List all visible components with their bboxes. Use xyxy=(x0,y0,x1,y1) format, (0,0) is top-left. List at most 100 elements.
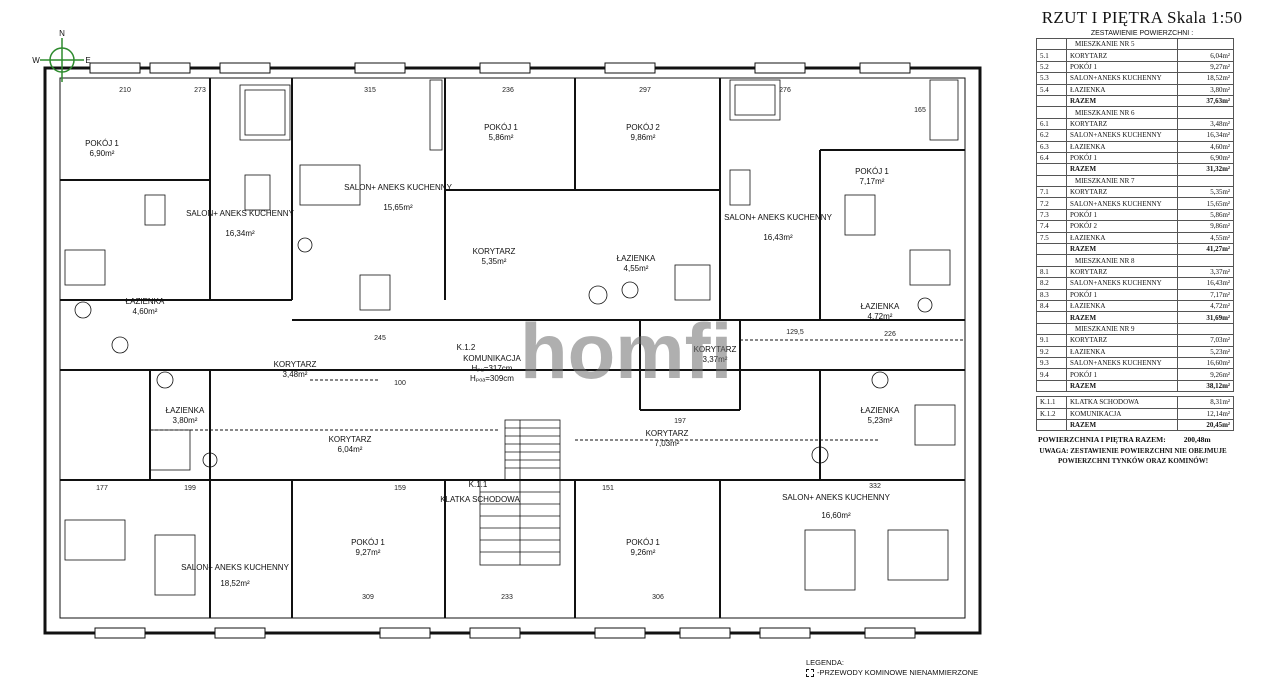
schedule-apartment-header: MIESZKANIE NR 5 xyxy=(1036,37,1234,51)
svg-text:197: 197 xyxy=(674,418,686,425)
svg-text:226: 226 xyxy=(884,331,896,338)
svg-text:199: 199 xyxy=(184,485,196,492)
svg-text:100: 100 xyxy=(394,380,406,387)
room-area: 18,52m² xyxy=(220,579,250,588)
room-area: 9,27m² xyxy=(356,548,381,557)
schedule-area: 7,17m² xyxy=(1177,288,1234,302)
schedule-area: 3,48m² xyxy=(1177,117,1234,131)
schedule-area: 15,65m² xyxy=(1177,197,1234,210)
schedule-number: 7.2 xyxy=(1036,197,1067,210)
schedule-heading: ZESTAWIENIE POWIERZCHNI : xyxy=(1090,30,1194,37)
room-name: POKÓJ 1 xyxy=(351,538,385,547)
compass-e: E xyxy=(85,56,90,65)
schedule-room: SALON+ANEKS KUCHENNY xyxy=(1066,72,1178,85)
schedule-room: ŁAZIENKA xyxy=(1066,345,1178,358)
room-area: 3,80m² xyxy=(173,416,198,425)
schedule-room: ŁAZIENKA xyxy=(1066,140,1178,153)
schedule-area: 4,60m² xyxy=(1177,140,1234,153)
schedule-note: UWAGA: ZESTAWIENIE POWIERZCHNI NIE OBEJM… xyxy=(1039,447,1227,466)
room-name: POKÓJ 1 xyxy=(626,538,660,547)
room-area: 16,34m² xyxy=(225,229,255,238)
staircase xyxy=(479,419,561,566)
schedule-room: KLATKA SCHODOWA xyxy=(1066,396,1178,409)
room-area: 4,55m² xyxy=(624,264,649,273)
room-label-7: POKÓJ 17,17m² xyxy=(855,167,889,186)
schedule-apartment-header: MIESZKANIE NR 6 xyxy=(1036,106,1234,119)
schedule-room: POKÓJ 1 xyxy=(1066,208,1178,222)
schedule-area: 38,12m² xyxy=(1177,379,1234,393)
schedule-area: 3,37m² xyxy=(1177,265,1234,279)
schedule-area: 6,04m² xyxy=(1177,49,1234,62)
room-label-1: POKÓJ 16,90m² xyxy=(85,139,119,158)
schedule-number xyxy=(1036,254,1067,267)
legend-title: LEGENDA: xyxy=(806,658,844,667)
room-label-4: POKÓJ 15,86m² xyxy=(484,123,518,142)
schedule-number: 5.3 xyxy=(1036,72,1067,85)
schedule-room: SALON+ANEKS KUCHENNY xyxy=(1066,277,1178,290)
schedule-room: KORYTARZ xyxy=(1066,117,1178,131)
schedule-room: POKÓJ 1 xyxy=(1066,60,1178,74)
schedule-room: ŁAZIENKA xyxy=(1066,83,1178,96)
stair-code: K.1.1 xyxy=(469,480,488,489)
schedule-room: KORYTARZ xyxy=(1066,186,1178,199)
room-name: KORYTARZ xyxy=(646,429,689,438)
komunikacja-label: KOMUNIKACJA xyxy=(463,354,521,363)
floor-total-value: 200,48m xyxy=(1183,435,1211,445)
room-name: SALON+ ANEKS KUCHENNY xyxy=(181,563,289,572)
room-name: ŁAZIENKA xyxy=(617,254,656,263)
schedule-room: POKÓJ 1 xyxy=(1066,151,1178,165)
room-name: ŁAZIENKA xyxy=(861,406,900,415)
schedule-number: 5.2 xyxy=(1036,60,1067,74)
schedule-area: 12,14m² xyxy=(1177,407,1234,420)
windows xyxy=(89,62,916,639)
schedule-area xyxy=(1177,254,1234,267)
area-schedule-panel: RZUT I PIĘTRA Skala 1:50 ZESTAWIENIE POW… xyxy=(1008,8,1276,466)
schedule-number xyxy=(1036,106,1067,119)
schedule-room: POKÓJ 1 xyxy=(1066,288,1178,302)
schedule-number: 8.1 xyxy=(1036,265,1067,279)
schedule-area: 41,27m² xyxy=(1177,243,1234,256)
room-name: ŁAZIENKA xyxy=(861,302,900,311)
legend: LEGENDA: -PRZEWODY KOMINOWE NIENAMMIERZO… xyxy=(806,658,978,678)
schedule-number: 6.4 xyxy=(1036,151,1067,165)
schedule-number: 7.1 xyxy=(1036,186,1067,199)
schedule-apartment-header: MIESZKANIE NR 8 xyxy=(1036,254,1234,267)
top-dimensions: 210 273 315 236 297 276 165 245 129,5 22… xyxy=(96,87,926,601)
svg-text:151: 151 xyxy=(602,485,614,492)
room-name: ŁAZIENKA xyxy=(126,297,165,306)
plan-title: RZUT I PIĘTRA Skala 1:50 xyxy=(1041,8,1243,27)
schedule-room: ŁAZIENKA xyxy=(1066,231,1178,245)
stair-label: KLATKA SCHODOWA xyxy=(440,495,520,504)
svg-text:273: 273 xyxy=(194,87,206,94)
schedule-room: POKÓJ 1 xyxy=(1066,368,1178,381)
schedule-area: 16,60m² xyxy=(1177,356,1234,370)
schedule-area: 9,86m² xyxy=(1177,220,1234,233)
schedule-area: 4,72m² xyxy=(1177,299,1234,313)
schedule-room: RAZEM xyxy=(1066,243,1178,256)
room-area: 3,48m² xyxy=(283,370,308,379)
room-area: 4,60m² xyxy=(133,307,158,316)
room-area: 7,17m² xyxy=(860,177,885,186)
legend-item-text: -PRZEWODY KOMINOWE NIENAMMIERZONE xyxy=(817,668,979,677)
room-name: KORYTARZ xyxy=(274,360,317,369)
schedule-number: 8.4 xyxy=(1036,299,1067,313)
floor-total: POWIERZCHNIA I PIĘTRA RAZEM:200,48m xyxy=(1038,435,1276,444)
